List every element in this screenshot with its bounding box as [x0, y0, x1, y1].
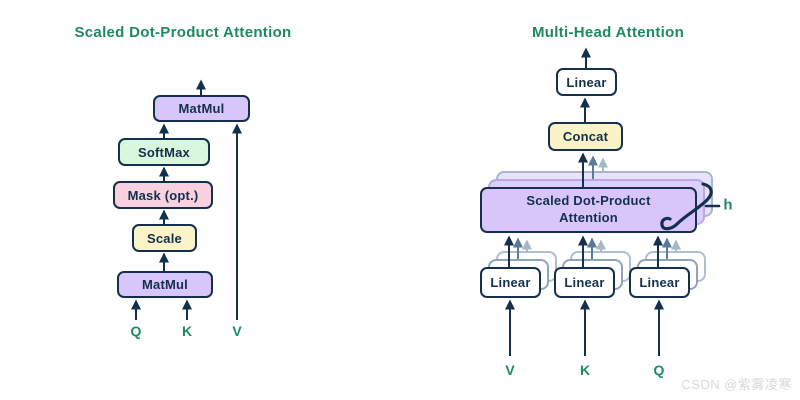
right-sdpa-line2: Attention	[559, 210, 618, 225]
right-linear1-box: Linear	[480, 267, 541, 298]
left-diagram-title: Scaled Dot-Product Attention	[74, 24, 292, 41]
right-concat-box: Concat	[548, 122, 623, 151]
right-linear2-box: Linear	[554, 267, 615, 298]
right-input-v-label: V	[505, 362, 515, 378]
right-input-q-label: Q	[653, 362, 665, 378]
left-mask-box: Mask (opt.)	[113, 181, 213, 209]
left-matmul-bottom-box: MatMul	[117, 271, 213, 298]
left-input-v-label: V	[232, 323, 242, 339]
right-sdpa-line1: Scaled Dot-Product	[526, 193, 651, 209]
right-diagram-title: Multi-Head Attention	[531, 24, 685, 41]
watermark: CSDN @紫雾凌寒	[681, 377, 792, 392]
right-sdpa-box: Scaled Dot-Product Attention	[480, 187, 697, 233]
left-input-q-label: Q	[130, 323, 142, 339]
left-softmax-box: SoftMax	[118, 138, 210, 166]
right-input-k-label: K	[579, 362, 591, 378]
heads-count-label: h	[723, 196, 733, 214]
right-linear3-box: Linear	[629, 267, 690, 298]
left-matmul-top-box: MatMul	[153, 95, 250, 122]
left-input-k-label: K	[181, 323, 193, 339]
left-scale-box: Scale	[132, 224, 197, 252]
right-linear-output-box: Linear	[556, 68, 617, 96]
